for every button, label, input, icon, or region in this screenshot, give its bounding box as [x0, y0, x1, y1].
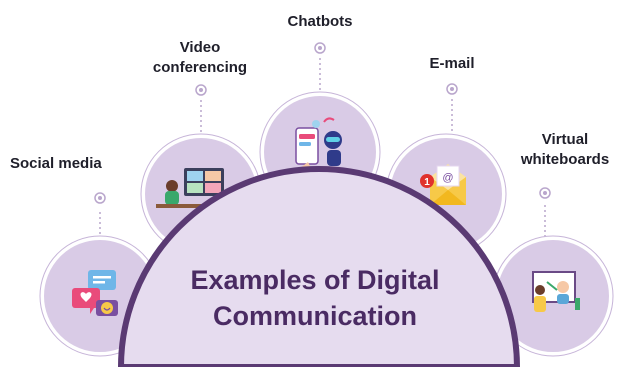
- svg-text:1: 1: [424, 177, 430, 188]
- label-chatbots-line1: Chatbots: [287, 13, 353, 30]
- label-virtual-whiteboards-line2: whiteboards: [520, 151, 610, 168]
- center-title-line2: Communication: [212, 301, 417, 331]
- center-title: Examples of Digital Communication: [150, 262, 480, 334]
- envelope-icon: @ 1: [420, 164, 466, 205]
- label-email-line1: E-mail: [429, 55, 475, 72]
- center-arc: [117, 166, 521, 367]
- chat-bubbles-icon: [72, 270, 118, 316]
- label-social-media-line1: Social media: [10, 155, 102, 172]
- label-video-conferencing: Video conferencing: [140, 38, 260, 78]
- label-email: E-mail: [410, 54, 494, 74]
- center-title-line1: Examples of Digital: [190, 265, 440, 295]
- whiteboard-icon: [532, 271, 580, 312]
- label-chatbots: Chatbots: [270, 12, 370, 32]
- label-social-media: Social media: [10, 154, 130, 174]
- label-virtual-whiteboards: Virtual whiteboards: [512, 130, 618, 170]
- svg-text:@: @: [442, 172, 453, 184]
- robot-chat-icon: [295, 117, 342, 170]
- video-call-icon: [156, 168, 228, 208]
- label-virtual-whiteboards-line1: Virtual: [541, 131, 589, 148]
- label-video-conferencing-line1: Video: [179, 39, 221, 56]
- label-video-conferencing-line2: conferencing: [152, 59, 248, 76]
